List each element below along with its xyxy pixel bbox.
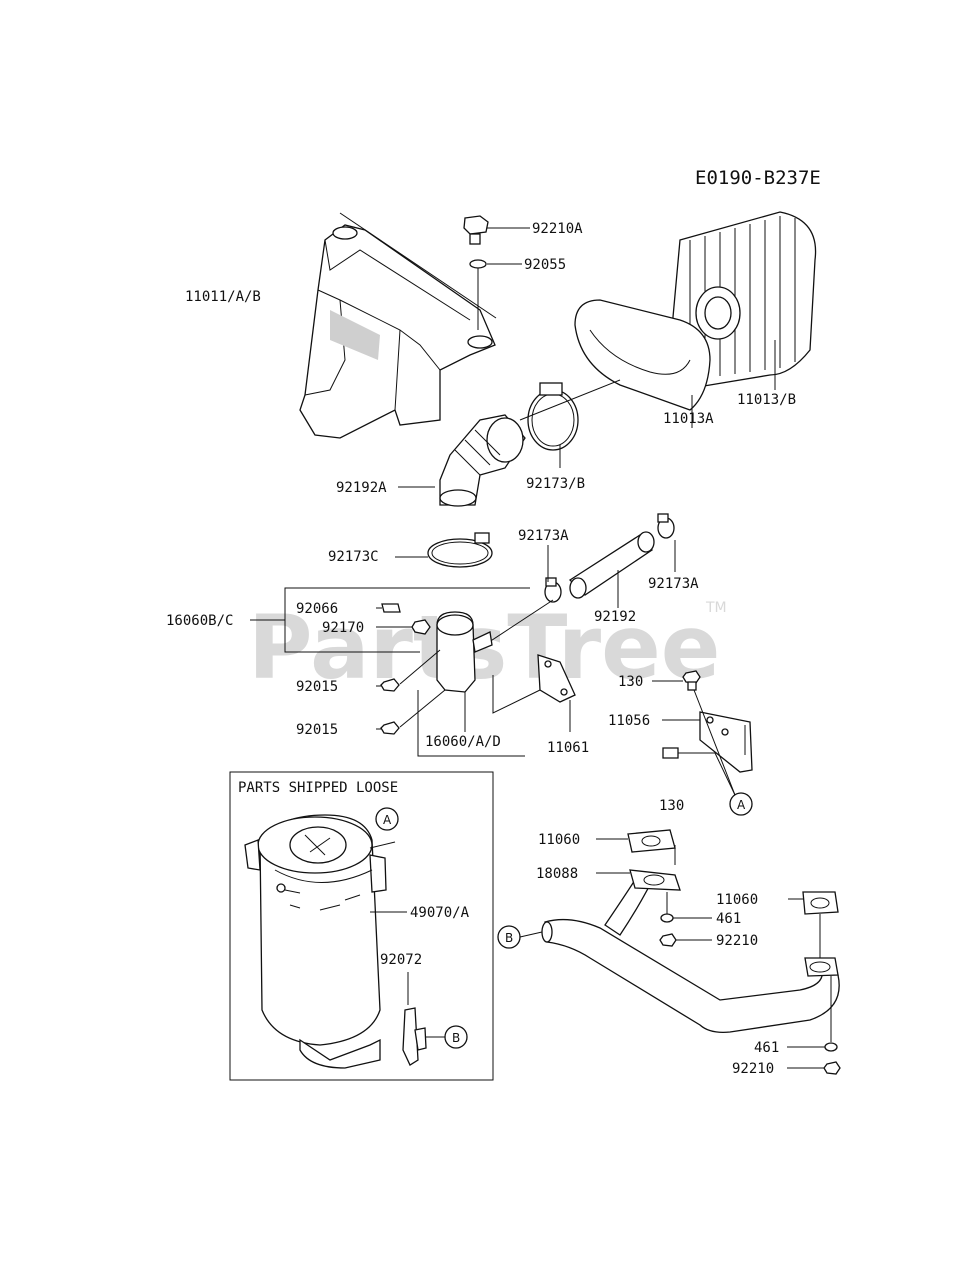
label-49070a: 49070/A [410, 905, 470, 921]
parts-shipped-loose-box [229, 771, 494, 1081]
intake-elbow-92192a [439, 414, 526, 507]
label-11011: 11011/A/B [185, 289, 261, 305]
small-bolt [662, 747, 715, 759]
label-92173a-2: 92173A [648, 576, 699, 592]
label-461-2: 461 [754, 1040, 779, 1056]
hose-clamp-92173a-1 [544, 577, 562, 603]
label-92192a: 92192A [336, 480, 387, 496]
bolt-130 [682, 670, 701, 691]
watermark-tm: TM [705, 600, 727, 616]
nut-92210-1 [659, 933, 677, 947]
label-92072: 92072 [380, 952, 422, 968]
label-130-2: 130 [659, 798, 684, 814]
muffler-49070a [244, 814, 387, 1069]
muffler-clamp-92072 [402, 1007, 427, 1066]
gasket-11061 [537, 654, 576, 703]
nut-92015-2 [380, 721, 400, 735]
label-92015-2: 92015 [296, 722, 338, 738]
screw-92210a [463, 215, 489, 245]
washer-92055 [469, 259, 487, 269]
label-92192: 92192 [594, 609, 636, 625]
label-11056: 11056 [608, 713, 650, 729]
diagram-code: E0190-B237E [695, 167, 821, 189]
callout-b-box: B [444, 1025, 468, 1049]
label-18088: 18088 [536, 866, 578, 882]
gasket-11060-1 [627, 829, 676, 853]
washer-461-2 [824, 1042, 838, 1052]
hose-clamp-92173a-2 [657, 513, 675, 539]
svg-text:A: A [737, 798, 746, 812]
label-92055: 92055 [524, 257, 566, 273]
callout-a-right: A [729, 792, 753, 816]
label-16060ad: 16060/A/D [425, 734, 501, 750]
label-11060-1: 11060 [538, 832, 580, 848]
label-11060-2: 11060 [716, 892, 758, 908]
heat-shield-bracket-11056 [699, 711, 753, 773]
exhaust-pipe-18088 [541, 869, 840, 1033]
callout-b-pipe: B [497, 925, 521, 949]
hose-clamp-92173c [427, 532, 493, 568]
label-92173b: 92173/B [526, 476, 585, 492]
breather-hose-92192 [568, 531, 655, 599]
svg-text:A: A [383, 813, 392, 827]
hose-clamp-92173b [527, 382, 579, 451]
washer-461-1 [660, 913, 674, 923]
box-title: PARTS SHIPPED LOOSE [238, 780, 398, 796]
label-11061: 11061 [547, 740, 589, 756]
air-cleaner-housing [299, 212, 497, 439]
label-461-1: 461 [716, 911, 741, 927]
label-11013b: 11013/B [737, 392, 796, 408]
nut-92015-1 [380, 678, 400, 692]
label-130-1: 130 [618, 674, 643, 690]
nut-92210-2 [823, 1061, 841, 1075]
label-92066: 92066 [296, 601, 338, 617]
label-92173a-1: 92173A [518, 528, 569, 544]
stud-92066 [381, 603, 401, 613]
label-11013a: 11013A [663, 411, 714, 427]
svg-text:B: B [452, 1031, 460, 1045]
svg-text:B: B [505, 931, 513, 945]
exhaust-connector-16060 [436, 611, 493, 693]
label-16060bc: 16060B/C [166, 613, 233, 629]
gasket-11060-2 [802, 891, 839, 915]
label-92015-1: 92015 [296, 679, 338, 695]
label-92210a: 92210A [532, 221, 583, 237]
label-92210-1: 92210 [716, 933, 758, 949]
pre-cleaner [574, 299, 711, 411]
label-92173c: 92173C [328, 549, 379, 565]
callout-a-box: A [375, 807, 399, 831]
label-92210-2: 92210 [732, 1061, 774, 1077]
label-92170: 92170 [322, 620, 364, 636]
